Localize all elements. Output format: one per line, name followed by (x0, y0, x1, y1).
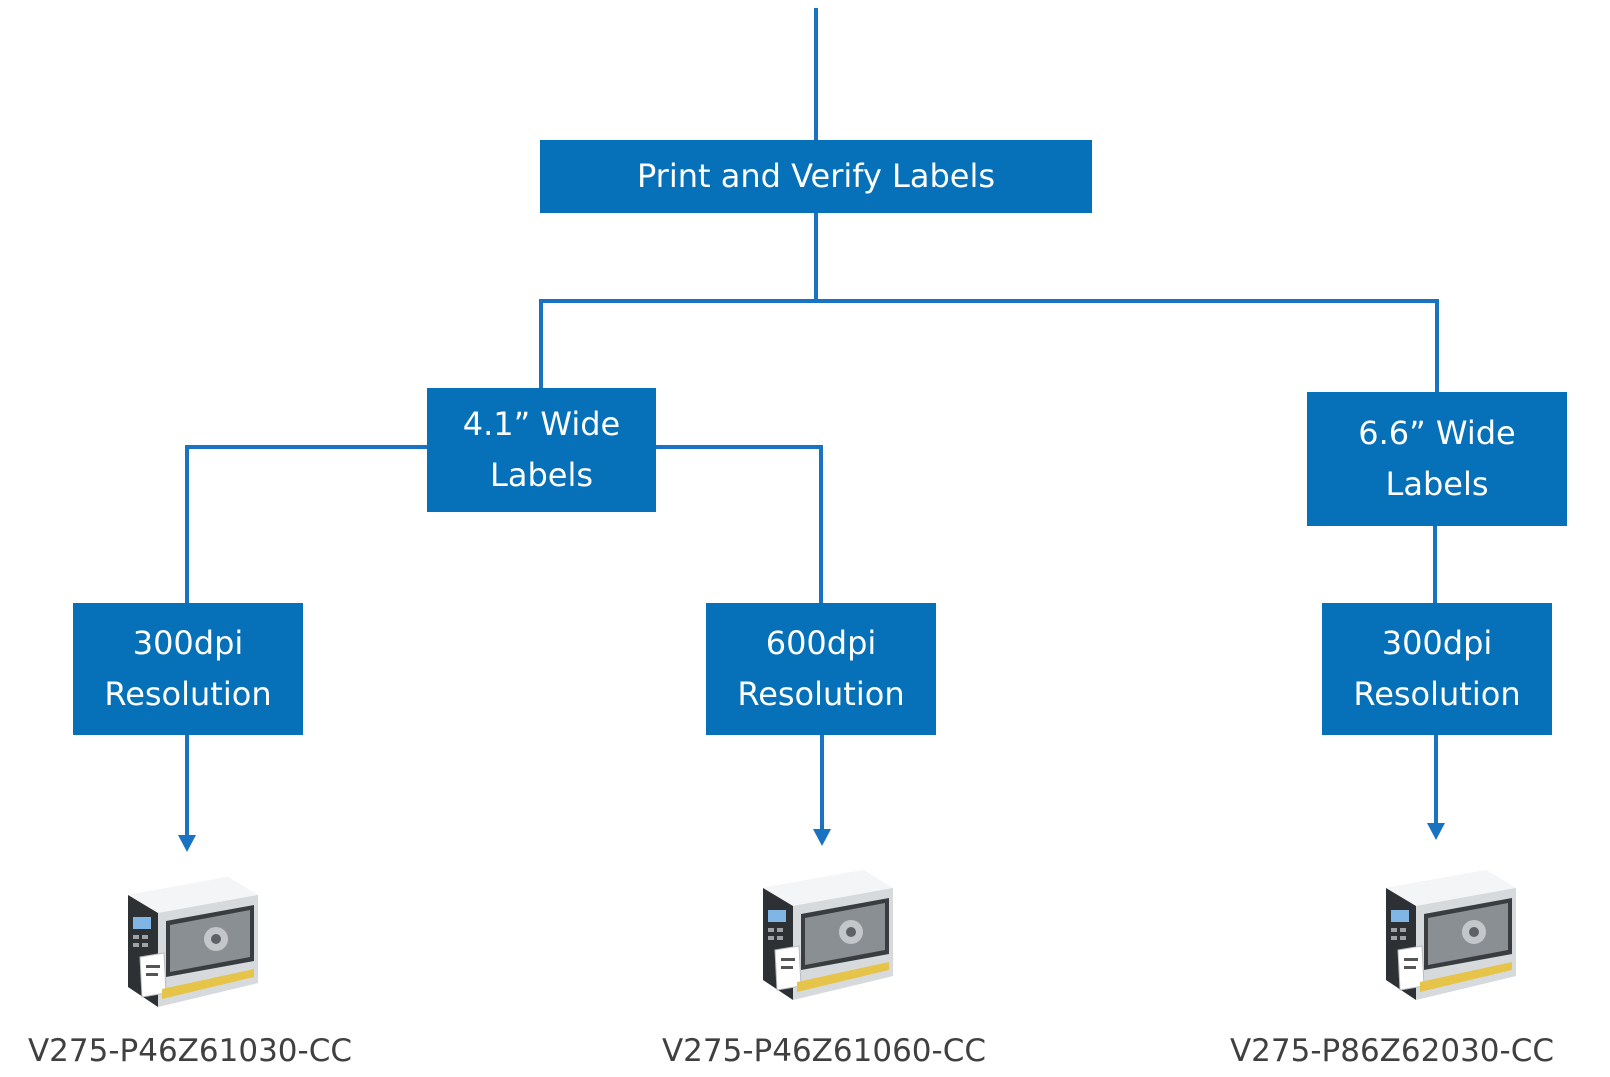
model-label-600dpi: V275-P46Z61060-CC (661, 1033, 987, 1069)
root-branch-line (539, 299, 1439, 392)
resolution-node-600dpi-line1: 600dpi (765, 623, 877, 662)
resolution-node-300dpi-b-line1: 300dpi (1381, 623, 1493, 662)
resolution-node-600dpi-line2: Resolution (737, 675, 905, 713)
branch-left-line (185, 445, 428, 605)
width-node-6-6-line1: 6.6” Wide (1358, 413, 1516, 452)
resolution-node-600dpi: 600dpi Resolution (706, 603, 936, 735)
arrowhead-300dpi-a (178, 835, 196, 852)
resolution-node-300dpi-b: 300dpi Resolution (1322, 603, 1552, 735)
model-label-300dpi-a: V275-P46Z61030-CC (27, 1033, 353, 1069)
width-node-4-1-line1: 4.1” Wide (462, 404, 621, 443)
arrowhead-600dpi (813, 829, 831, 846)
resolution-node-300dpi-a-line2: Resolution (104, 675, 272, 713)
label-printer-icon (1386, 870, 1516, 1000)
arrowhead-300dpi-b (1427, 823, 1445, 840)
label-printer-icon (763, 870, 893, 1000)
model-label-300dpi-b: V275-P86Z62030-CC (1229, 1033, 1555, 1069)
resolution-node-300dpi-a-line1: 300dpi (132, 623, 244, 662)
root-node: Print and Verify Labels (540, 140, 1092, 213)
root-node-label: Print and Verify Labels (636, 156, 996, 195)
resolution-node-300dpi-b-line2: Resolution (1353, 675, 1521, 713)
resolution-node-300dpi-a: 300dpi Resolution (73, 603, 303, 735)
width-node-6-6-line2: Labels (1385, 465, 1489, 503)
branch-right-line (654, 445, 823, 605)
width-node-4-1-line2: Labels (490, 456, 593, 494)
width-node-4-1: 4.1” Wide Labels (427, 388, 656, 512)
label-printer-icon (128, 877, 258, 1007)
width-node-6-6: 6.6” Wide Labels (1307, 392, 1567, 526)
